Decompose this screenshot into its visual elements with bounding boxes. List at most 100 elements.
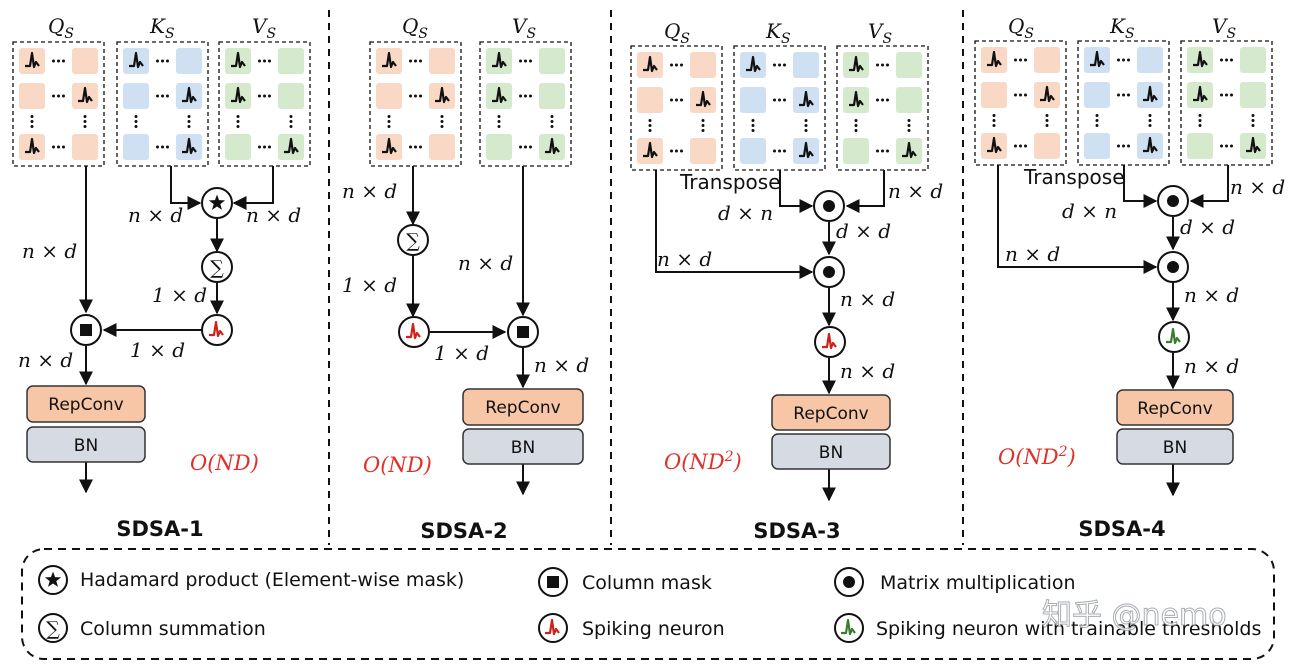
spike-icon: [987, 136, 1002, 154]
ellipsis-dot: [1045, 119, 1049, 122]
ellipsis-dot: [1019, 93, 1022, 97]
legend-border: [21, 548, 1275, 660]
ellipsis-dot: [1019, 144, 1022, 148]
p4-k-label: KS: [1109, 14, 1135, 42]
spike-icon: [492, 86, 507, 104]
sigma-icon: [38, 613, 68, 643]
ellipsis-dot: [1122, 93, 1125, 97]
matrix-cell: [896, 52, 922, 78]
p1-k-arrow: [170, 166, 202, 210]
dot-mark: [823, 200, 835, 212]
ellipsis-dot: [83, 115, 87, 118]
spike-icon: [25, 51, 40, 69]
ellipsis-dot: [1014, 93, 1017, 97]
ellipsis-dot: [529, 94, 532, 98]
ellipsis-dot: [751, 129, 755, 132]
ellipsis-dot: [134, 120, 138, 123]
p1-sum-op: [201, 251, 233, 283]
p2-sum-op: [397, 224, 429, 256]
p3-edge-q: n × d: [657, 247, 712, 271]
p2-edge-out: n × d: [534, 353, 589, 377]
ellipsis-dot: [83, 120, 87, 123]
p4-k-arrow: [1123, 165, 1158, 208]
dot-mark: [1167, 261, 1179, 273]
ellipsis-dot: [1148, 119, 1152, 122]
ellipsis-dot: [134, 115, 138, 118]
matrix-border: [974, 40, 1067, 166]
spike-icon: [1040, 85, 1055, 103]
ellipsis-dot: [258, 59, 261, 63]
legend-column-mask: Column mask: [582, 572, 712, 594]
ellipsis-dot: [1148, 114, 1152, 117]
ellipsis-dot: [1117, 58, 1120, 62]
matrix-cell: [19, 83, 45, 109]
ellipsis-dot: [387, 120, 391, 123]
ellipsis-dot: [1251, 114, 1255, 117]
ellipsis-dot: [62, 59, 65, 63]
p3-title: SDSA-3: [753, 519, 840, 543]
p2-bn-block: [462, 428, 584, 465]
ellipsis-dot: [1014, 144, 1017, 148]
p1-q-label: QS: [48, 14, 74, 42]
matrix-cell: [278, 134, 304, 160]
p3-repconv-label: RepConv: [793, 404, 868, 424]
p1-k-label: KS: [149, 14, 175, 42]
p3-edge-v: n × d: [888, 179, 943, 203]
ellipsis-dot: [236, 115, 240, 118]
ellipsis-dot: [258, 94, 261, 98]
ellipsis-dot: [1122, 144, 1125, 148]
ellipsis-dot: [62, 94, 65, 98]
operators: ∑∑: [70, 185, 1190, 358]
p1-edge-q: n × d: [22, 239, 77, 263]
p4-edge-out: n × d: [1184, 354, 1239, 378]
ellipsis-dot: [166, 145, 169, 149]
ellipsis-dot: [886, 149, 889, 153]
matrix-cell: [896, 138, 922, 164]
p1-complexity: O(ND): [190, 451, 259, 475]
ellipsis-dot: [550, 115, 554, 118]
matrix-cell: [72, 134, 98, 160]
spike-icon: [849, 55, 864, 73]
spike-icon: [435, 86, 450, 104]
matrix-cell: [539, 48, 565, 74]
ellipsis-dot: [751, 119, 755, 122]
dot-mark: [1167, 195, 1179, 207]
spike-icon: [231, 86, 246, 104]
ellipsis-dot: [161, 145, 164, 149]
spike-icon: [1143, 136, 1158, 154]
ellipsis-dot: [881, 63, 884, 67]
legend-matmul: Matrix multiplication: [880, 572, 1076, 594]
matrix-cell: [1240, 133, 1266, 159]
matrix-border: [12, 41, 105, 167]
ellipsis-dot: [751, 124, 755, 127]
p1-v-label: VS: [252, 14, 276, 42]
p4-v-matrix: [1180, 40, 1273, 166]
spike-mark: [841, 618, 856, 636]
matrix-cell: [123, 83, 149, 109]
ellipsis-dot: [30, 125, 34, 128]
matrix-cell: [793, 87, 819, 113]
matrix-cell: [981, 133, 1007, 159]
ellipsis-dot: [497, 125, 501, 128]
matrix-cell: [278, 48, 304, 74]
matrix-cell: [690, 52, 716, 78]
matrix-cell: [225, 134, 251, 160]
ellipsis-dot: [773, 149, 776, 153]
ellipsis-dot: [268, 94, 271, 98]
p3-edge-kt: d × n: [718, 201, 773, 225]
ellipsis-dot: [876, 149, 879, 153]
spike-icon: [643, 141, 658, 159]
spike-icon: [382, 51, 397, 69]
ellipsis-dot: [52, 94, 55, 98]
ellipsis-dot: [57, 145, 60, 149]
ellipsis-dot: [524, 94, 527, 98]
ellipsis-dot: [992, 124, 996, 127]
ellipsis-dot: [1198, 114, 1202, 117]
ellipsis-dot: [1220, 58, 1223, 62]
p3-repconv-block: [771, 394, 891, 431]
spike-icon: [78, 86, 93, 104]
spike-mark: [822, 332, 837, 350]
legend-hadamard: Hadamard product (Element-wise mask): [80, 569, 464, 591]
ellipsis-dot: [1095, 124, 1099, 127]
